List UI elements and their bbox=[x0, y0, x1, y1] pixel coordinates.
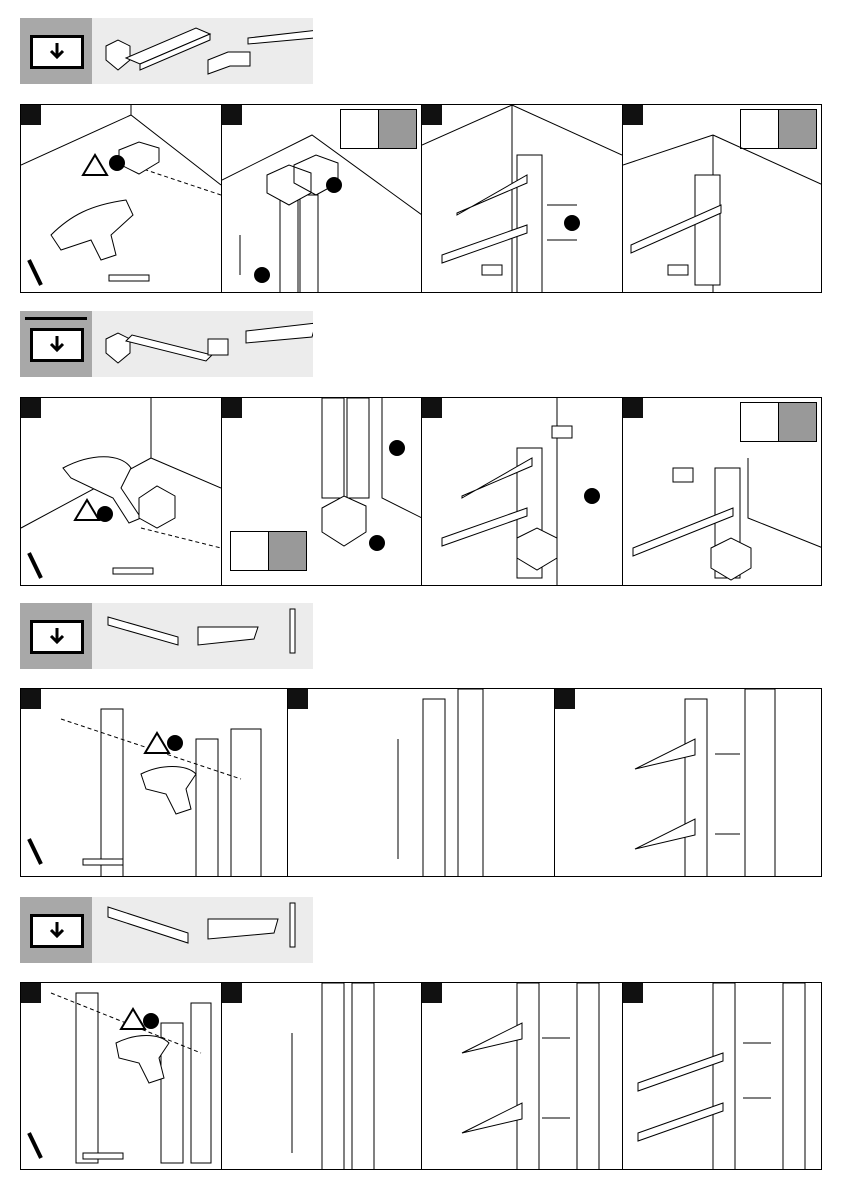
section-1-header bbox=[20, 18, 313, 84]
steps-row-2 bbox=[20, 397, 822, 586]
steps-row-4 bbox=[20, 982, 822, 1170]
steps-row-1 bbox=[20, 104, 822, 293]
step-panel-4 bbox=[623, 105, 822, 292]
anchor-bolt-icon bbox=[113, 568, 153, 574]
step-panel-2 bbox=[222, 105, 423, 292]
step-panel-2 bbox=[222, 398, 423, 585]
step-panel-3 bbox=[422, 983, 623, 1169]
parts-illustration bbox=[98, 897, 313, 963]
section-2-header bbox=[20, 311, 313, 377]
anchor-bolt-icon bbox=[109, 275, 149, 281]
step-panel-1 bbox=[21, 105, 222, 292]
download-arrow-icon bbox=[20, 897, 92, 963]
steps-row-3 bbox=[20, 688, 822, 877]
section-3-header bbox=[20, 603, 313, 669]
section-4-header bbox=[20, 897, 313, 963]
step-panel-3 bbox=[555, 689, 821, 876]
parts-illustration bbox=[98, 18, 313, 84]
anchor-bolt-icon bbox=[83, 859, 123, 865]
step-panel-2 bbox=[222, 983, 423, 1169]
tool-icons bbox=[230, 531, 307, 571]
step-panel-3 bbox=[422, 105, 623, 292]
step-panel-3 bbox=[422, 398, 623, 585]
step-panel-4 bbox=[623, 983, 822, 1169]
drill-icon bbox=[141, 767, 196, 815]
socket-bit-icon bbox=[269, 532, 306, 570]
download-arrow-icon bbox=[20, 311, 92, 377]
warning-triangle-icon bbox=[121, 1009, 145, 1029]
parts-illustration bbox=[98, 311, 313, 377]
step-panel-1 bbox=[21, 398, 222, 585]
step-panel-1 bbox=[21, 689, 288, 876]
step-panel-1 bbox=[21, 983, 222, 1169]
warning-triangle-icon bbox=[75, 500, 99, 520]
hex-key-icon bbox=[231, 532, 269, 570]
warning-triangle-icon bbox=[145, 733, 169, 753]
download-arrow-icon bbox=[20, 18, 92, 84]
step-panel-4 bbox=[623, 398, 822, 585]
warning-triangle-icon bbox=[83, 155, 107, 175]
download-arrow-icon bbox=[20, 603, 92, 669]
drill-icon bbox=[51, 200, 133, 260]
anchor-bolt-icon bbox=[83, 1153, 123, 1159]
parts-illustration bbox=[98, 603, 313, 669]
step-panel-2 bbox=[288, 689, 555, 876]
